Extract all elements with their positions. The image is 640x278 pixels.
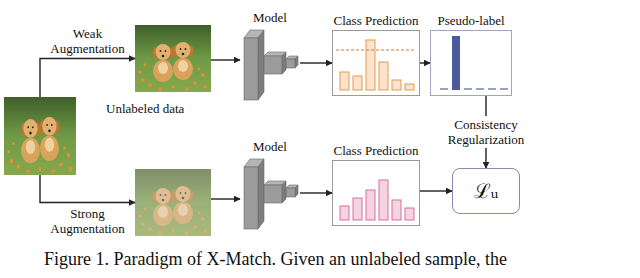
node-label: Class Prediction	[334, 143, 419, 158]
rect-shape	[379, 180, 388, 220]
node-label: Pseudo-label	[437, 13, 504, 28]
edge-label: Weak Augmentation	[45, 26, 131, 56]
edge-label: Consistency Regularization	[436, 116, 536, 148]
node-label: Unlabeled data	[106, 101, 184, 116]
image-node: Unlabeled data	[4, 97, 76, 175]
image-node	[135, 169, 211, 236]
rect-shape	[476, 88, 484, 90]
connector	[211, 59, 240, 60]
unlabeled-image	[4, 97, 76, 175]
node-label: ℒᵤ	[474, 179, 499, 203]
connector	[300, 62, 332, 63]
prediction-box: Class Prediction	[332, 160, 420, 226]
node-label: Model	[253, 139, 287, 154]
strong-tint	[135, 169, 211, 236]
prediction-bars-bottom	[340, 180, 414, 220]
rect-shape	[366, 190, 375, 220]
rect-shape	[440, 88, 448, 90]
model-icon-top	[244, 30, 298, 100]
model-node: Model	[240, 28, 300, 100]
rect-shape	[353, 76, 362, 90]
connector	[420, 62, 430, 63]
connector	[40, 59, 135, 98]
rect-shape	[464, 88, 472, 90]
rect-shape	[488, 88, 496, 90]
node-label: Class Prediction	[334, 13, 419, 28]
rect-shape	[405, 84, 414, 90]
image-node	[135, 25, 211, 92]
connector	[211, 198, 240, 199]
rect-shape	[392, 80, 401, 90]
connector	[420, 190, 452, 191]
rect-shape	[353, 198, 362, 220]
line-shape	[336, 50, 416, 51]
rect-shape	[340, 206, 349, 220]
rect-shape	[379, 62, 388, 90]
rect-shape	[392, 200, 401, 220]
prediction-box: Class Prediction	[332, 30, 420, 96]
figure-caption: Figure 1. Paradigm of X-Match. Given an …	[44, 248, 507, 270]
prediction-bars-top	[336, 40, 416, 90]
node-label: Model	[253, 10, 287, 25]
loss-box: ℒᵤ	[452, 168, 520, 214]
strong-image	[135, 169, 211, 236]
pseudo-label-bars	[440, 36, 508, 90]
rect-shape	[500, 88, 508, 90]
connector	[300, 192, 332, 193]
pseudo-label-box: Pseudo-label	[430, 30, 512, 96]
rect-shape	[366, 40, 375, 90]
edge-label: Strong Augmentation	[45, 206, 131, 236]
model-node: Model	[240, 157, 300, 229]
model-icon-bottom	[244, 159, 298, 229]
rect-shape	[340, 72, 349, 90]
weak-image	[135, 25, 211, 92]
rect-shape	[405, 208, 414, 220]
connector	[40, 175, 135, 203]
rect-shape	[452, 36, 460, 90]
